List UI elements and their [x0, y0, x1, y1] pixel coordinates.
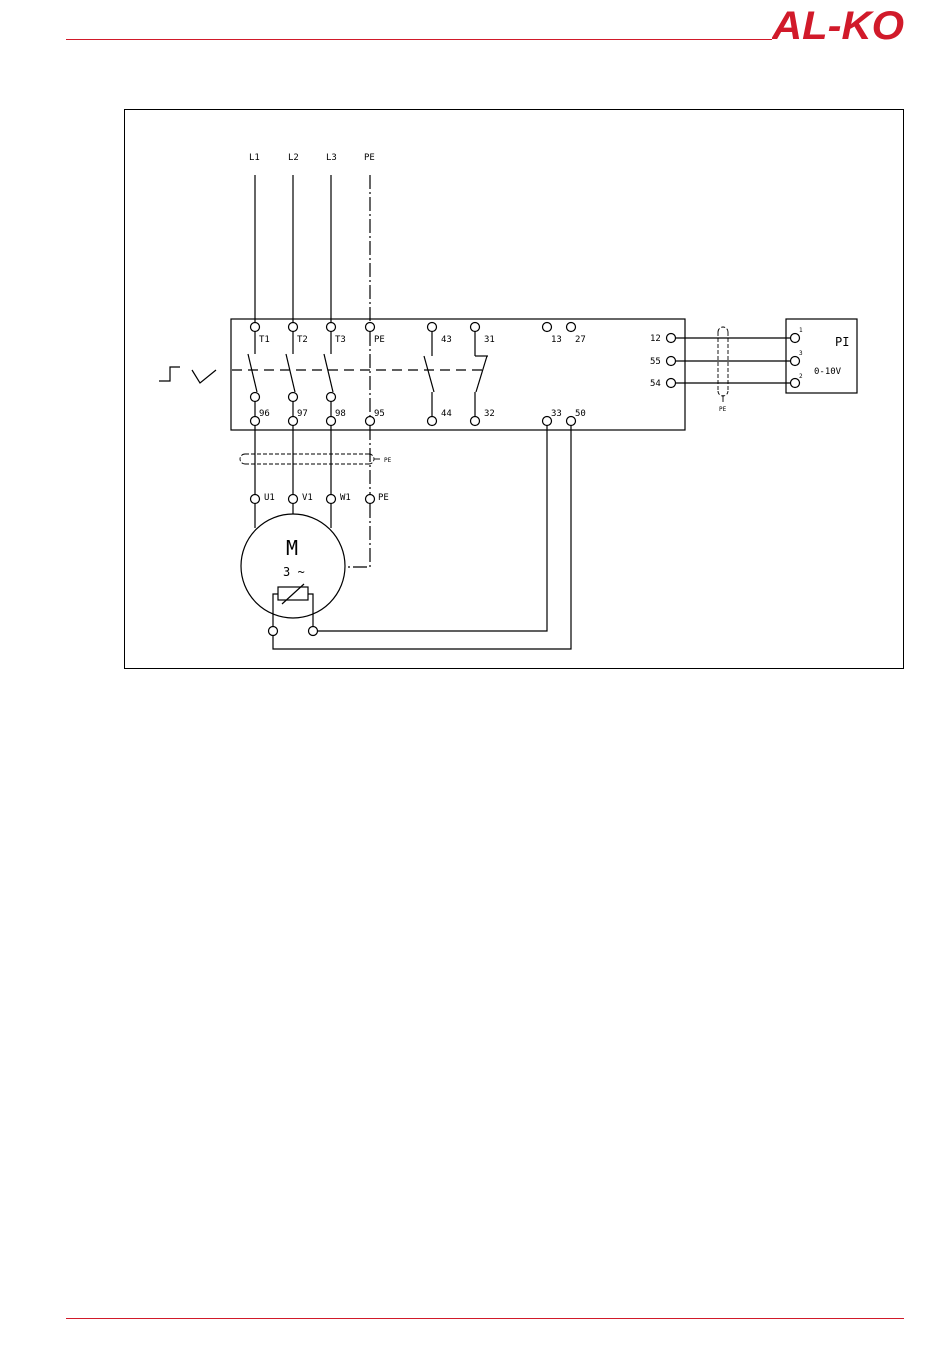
motor-symbol: M	[286, 536, 298, 560]
terminal-label-13: 13	[551, 335, 562, 345]
terminal-label-pe-top: PE	[374, 335, 385, 345]
terminal-label-43: 43	[441, 335, 452, 345]
terminal-label-t2: T2	[297, 335, 308, 345]
terminal-label-t1: T1	[259, 335, 270, 345]
pi-pin-1: 1	[799, 327, 803, 334]
terminal-label-33: 33	[551, 409, 562, 419]
terminal-label-98: 98	[335, 409, 346, 419]
terminal-label-12: 12	[650, 334, 661, 344]
terminal-label-96: 96	[259, 409, 270, 419]
supply-label-pe: PE	[364, 153, 375, 163]
terminal-label-27: 27	[575, 335, 586, 345]
terminal-label-t3: T3	[335, 335, 346, 345]
supply-label-l2: L2	[288, 153, 299, 163]
terminal-label-54: 54	[650, 379, 661, 389]
terminal-label-95: 95	[374, 409, 385, 419]
supply-label-l1: L1	[249, 153, 260, 163]
shield-label-signal: PE	[719, 406, 727, 413]
motor-terminal-w1: W1	[340, 493, 351, 503]
supply-label-l3: L3	[326, 153, 337, 163]
pi-pin-3: 3	[799, 350, 803, 357]
terminal-label-97: 97	[297, 409, 308, 419]
shield-label-motor: PE	[384, 457, 392, 464]
pi-box-title: PI	[835, 335, 849, 349]
terminal-label-31: 31	[484, 335, 495, 345]
terminal-label-50: 50	[575, 409, 586, 419]
terminal-label-55: 55	[650, 357, 661, 367]
motor-terminal-v1: V1	[302, 493, 313, 503]
motor-terminal-pe: PE	[378, 493, 389, 503]
pi-pin-2: 2	[799, 373, 803, 380]
terminal-label-32: 32	[484, 409, 495, 419]
motor-terminal-u1: U1	[264, 493, 275, 503]
pi-box-range: 0-10V	[814, 367, 842, 377]
footer-rule	[66, 1318, 904, 1319]
motor-phases: 3 ~	[283, 565, 305, 579]
terminal-label-44: 44	[441, 409, 452, 419]
